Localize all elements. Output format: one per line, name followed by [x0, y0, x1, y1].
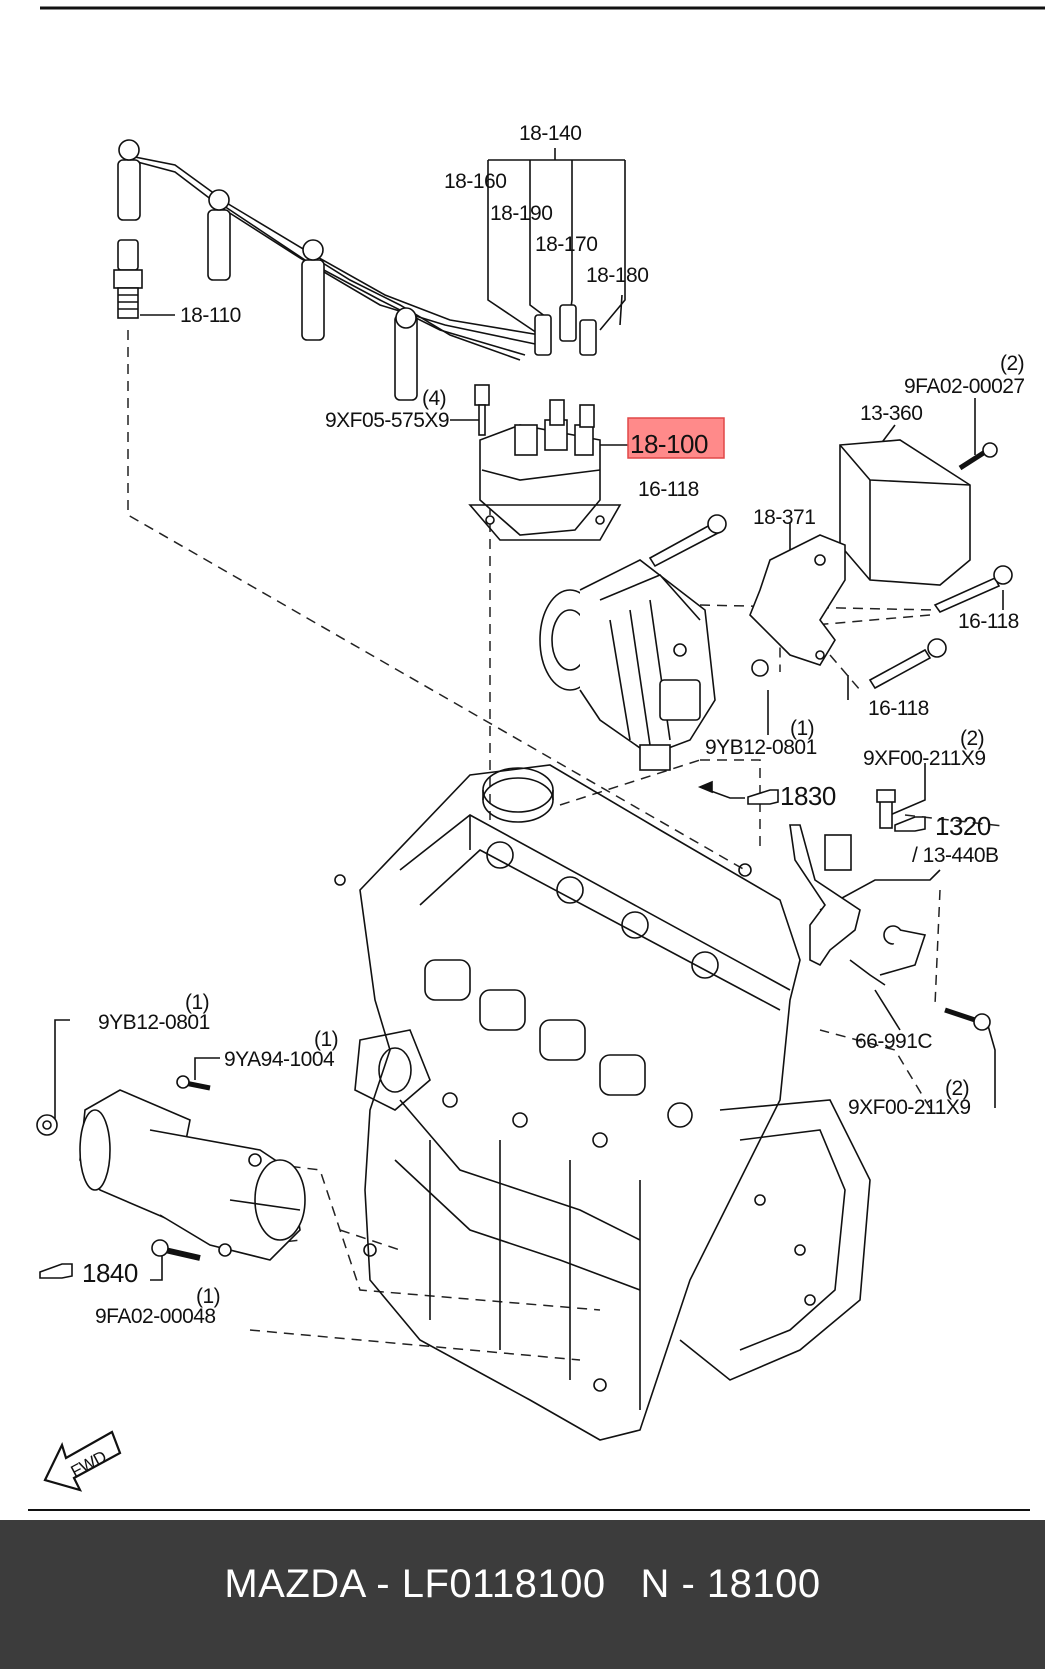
caption-bar: MAZDA - LF0118100 N - 18100	[0, 1520, 1045, 1669]
label-9xf00-211x9-bottom: 9XF00-211X9	[848, 1096, 971, 1119]
pointer-icon-1830	[747, 789, 779, 805]
label-18-371: 18-371	[753, 506, 815, 529]
starter-motor	[36, 1075, 306, 1261]
label-quantity-4: (4)	[422, 387, 446, 410]
part-number-caption: MAZDA - LF0118100 N - 18100	[224, 1562, 821, 1606]
label-ref-1840: 1840	[82, 1258, 138, 1288]
label-quantity-1b: (1)	[185, 991, 209, 1014]
label-18-140: 18-140	[519, 122, 581, 145]
plug-boot-2	[207, 209, 231, 281]
cover-13-360	[839, 439, 998, 586]
label-9xf05-575x9: 9XF05-575X9	[325, 409, 449, 432]
engine-parts-diagram: 18-140 18-160 18-190 18-170 18-180 18-11…	[28, 6, 1045, 1511]
ignition-coil	[468, 384, 622, 541]
pointer-icon-1320	[894, 816, 926, 832]
label-ref-1830: 1830	[780, 781, 836, 811]
plug-boot-3	[301, 259, 325, 341]
plug-boot-1	[117, 159, 141, 221]
label-quantity-2b: (2)	[960, 727, 984, 750]
label-quantity-1d: (1)	[196, 1285, 220, 1308]
alternator	[539, 559, 769, 771]
spark-plug-wires	[117, 139, 597, 401]
label-9xf00-211x9-top: 9XF00-211X9	[863, 747, 986, 770]
spark-plug	[113, 239, 143, 319]
reference-pointer-icons	[39, 780, 926, 1279]
label-quantity-2c: (2)	[945, 1077, 969, 1100]
label-16-118-bottom: 16-118	[868, 697, 929, 720]
label-16-118-right: 16-118	[958, 610, 1019, 633]
label-18-180: 18-180	[586, 264, 648, 287]
bolts-16-118	[648, 514, 1013, 690]
engine-block	[334, 764, 871, 1441]
part-18-100-highlight	[627, 417, 725, 459]
label-13-360: 13-360	[860, 402, 922, 425]
label-9ya94-1004: 9YA94-1004	[224, 1048, 335, 1071]
label-ref-1320: 1320	[935, 811, 991, 841]
label-66-991c: 66-991C	[855, 1030, 932, 1053]
sensor-bracket	[789, 789, 991, 1031]
fwd-arrow-icon	[43, 1430, 122, 1492]
label-9fa02-00048: 9FA02-00048	[95, 1305, 216, 1328]
label-13-440b: / 13-440B	[912, 844, 999, 867]
label-quantity-2a: (2)	[1000, 352, 1024, 375]
label-18-100: 18-100	[630, 429, 708, 459]
label-16-118-top: 16-118	[638, 478, 699, 501]
bracket-18-371	[749, 534, 846, 666]
label-18-160: 18-160	[444, 170, 506, 193]
label-9yb12-0801-left: 9YB12-0801	[98, 1011, 210, 1034]
pointer-icon-1840	[39, 1263, 73, 1279]
label-18-110: 18-110	[180, 304, 241, 327]
label-18-190: 18-190	[490, 202, 552, 225]
label-18-170: 18-170	[535, 233, 597, 256]
label-9fa02-00027: 9FA02-00027	[904, 375, 1025, 398]
label-quantity-1a: (1)	[790, 717, 814, 740]
label-quantity-1c: (1)	[314, 1028, 338, 1051]
label-9yb12-0801-right: 9YB12-0801	[705, 736, 817, 759]
